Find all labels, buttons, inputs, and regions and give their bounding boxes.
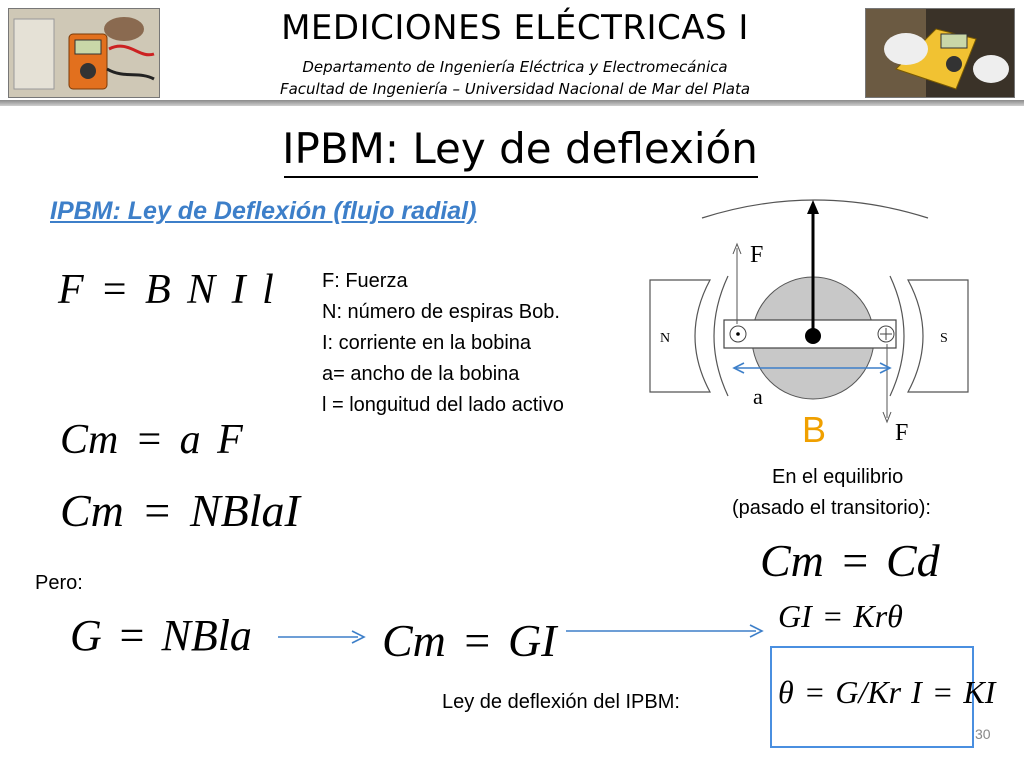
equation-force: F = B N I l	[58, 267, 274, 313]
arrow-cm-to-theta	[566, 624, 764, 638]
equation-cm-gi: Cm = GI	[382, 615, 557, 666]
equation-theta: θ = G/Kr I = KI	[778, 674, 996, 710]
equation-g: G = NBla	[70, 611, 252, 660]
section-title: IPBM: Ley de Deflexión (flujo radial)	[50, 197, 477, 225]
definition-item: l = longuitud del lado activo	[322, 394, 564, 416]
header-photo-left	[8, 8, 160, 98]
diagram-label-s: S	[940, 331, 948, 346]
equation-cm-cd: Cm = Cd	[760, 535, 940, 586]
multimeter-photo-left-icon	[9, 9, 159, 97]
frame-arc	[701, 199, 929, 219]
equation-gi-kr: GI = Krθ	[778, 598, 903, 634]
definition-item: N: número de espiras Bob.	[322, 301, 560, 323]
ipbm-diagram: F N S a B F	[649, 199, 969, 446]
page-number: 30	[975, 726, 991, 742]
result-box	[770, 646, 974, 748]
ley-deflexion-label: Ley de deflexión del IPBM:	[442, 691, 680, 713]
diagram-label-f-top: F	[750, 242, 763, 268]
definition-item: I: corriente en la bobina	[322, 332, 532, 354]
multimeter-photo-right-icon	[866, 9, 1014, 97]
definition-item: F: Fuerza	[322, 270, 408, 292]
definitions-list: F: Fuerza N: número de espiras Bob. I: c…	[322, 266, 564, 421]
department-text: Departamento de Ingeniería Eléctrica y E…	[302, 58, 728, 76]
equation-cm-nblai: Cm = NBlaI	[60, 485, 300, 536]
diagram-label-b: B	[802, 409, 826, 446]
diagram-label-a: a	[753, 384, 763, 409]
south-pole	[906, 279, 969, 393]
slide-title-underline	[284, 176, 758, 178]
course-title: MEDICIONES ELÉCTRICAS I	[281, 8, 749, 48]
pero-label: Pero:	[35, 572, 83, 594]
equilibrium-line-2: (pasado el transitorio):	[732, 497, 931, 519]
header-divider	[0, 100, 1024, 106]
slide-title: IPBM: Ley de deflexión	[282, 124, 758, 173]
header-photo-right	[865, 8, 1015, 98]
diagram-label-n: N	[660, 331, 670, 346]
equation-cm-af: Cm = a F	[60, 417, 243, 463]
north-pole	[649, 279, 712, 393]
faculty-text: Facultad de Ingeniería – Universidad Nac…	[279, 80, 751, 98]
diagram-label-f-bottom: F	[895, 420, 908, 446]
definition-item: a= ancho de la bobina	[322, 363, 520, 385]
arrow-g-to-cm	[278, 630, 366, 644]
equilibrium-line-1: En el equilibrio	[772, 466, 904, 488]
